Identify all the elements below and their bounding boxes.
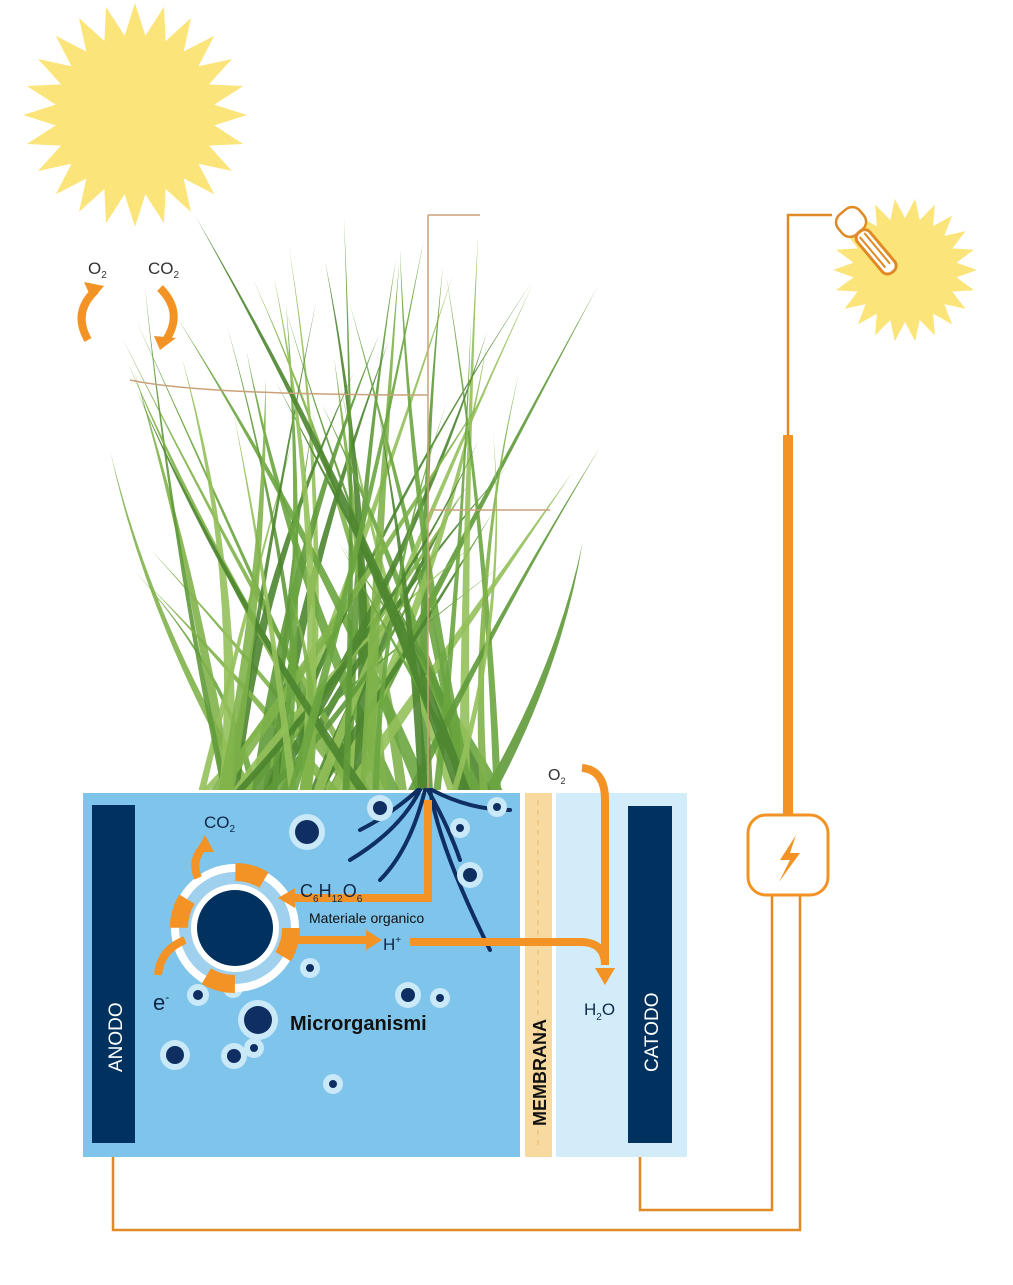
bubble (227, 1049, 241, 1063)
bubble (456, 824, 464, 832)
bubble (373, 801, 387, 815)
grass-blade (341, 258, 397, 790)
water-label: H2O (584, 1000, 615, 1023)
bubble (436, 994, 444, 1002)
o2-cathode-label: O2 (548, 767, 565, 786)
cathode-electrode (628, 806, 672, 1143)
organic-material-label: Materiale organico (309, 910, 424, 926)
gas-exchange: O2 CO2 (77, 259, 180, 350)
process-arrows (154, 764, 609, 976)
membrane-label: MEMBRANA (530, 1019, 550, 1126)
bubble (250, 1044, 258, 1052)
co2-label: CO2 (148, 259, 180, 281)
co2-anode-label: CO2 (204, 813, 236, 835)
bubble (166, 1046, 184, 1064)
grass-blade (446, 273, 501, 790)
bubble (493, 803, 501, 811)
anode-label: ANODO (106, 1002, 127, 1072)
grass-blade (359, 262, 400, 790)
bubble (306, 964, 314, 972)
bubble (193, 990, 203, 1000)
grass-blade (408, 446, 601, 790)
grass-blade (350, 304, 471, 790)
light-bulb-icon (834, 205, 898, 276)
microorganism-cell (170, 863, 300, 993)
grass-blade (195, 216, 471, 791)
bubble (329, 1080, 337, 1088)
lightning-bolt-icon (779, 835, 800, 882)
grass-blade (232, 538, 482, 790)
grass-blade (459, 234, 479, 791)
plant-stake (129, 214, 550, 790)
sun-icon (23, 3, 247, 227)
grass-blade (477, 371, 520, 790)
arrow-heads (196, 835, 615, 985)
grass-blade (321, 404, 473, 790)
o2-label: O2 (88, 259, 107, 281)
grass-blade (252, 334, 380, 790)
circuit-wires (111, 213, 832, 1232)
grass-blade (198, 437, 294, 790)
proton-label: H+ (383, 935, 401, 954)
grass-blade (218, 379, 266, 790)
sun-ray (23, 3, 247, 227)
anode-electrode (92, 805, 135, 1143)
bubble (295, 820, 319, 844)
bubble (401, 988, 415, 1002)
grass-blade (378, 415, 428, 790)
grass-blade (278, 303, 299, 790)
grass-blade (134, 371, 234, 790)
power-meter (746, 813, 830, 897)
grass-blade (342, 216, 353, 791)
grass-blade (233, 413, 297, 790)
cathode-label: CATODO (642, 992, 663, 1072)
glucose-formula: C6H12O6 (300, 881, 363, 905)
bubble (463, 868, 477, 882)
co2-arrow-icon (157, 285, 178, 343)
microorganisms-label: Microrganismi (290, 1013, 427, 1035)
grass-blade (288, 245, 319, 790)
bubble (244, 1006, 272, 1034)
plant-grass (110, 216, 601, 791)
electron-label: e- (153, 990, 169, 1015)
grass-blade (451, 431, 498, 790)
